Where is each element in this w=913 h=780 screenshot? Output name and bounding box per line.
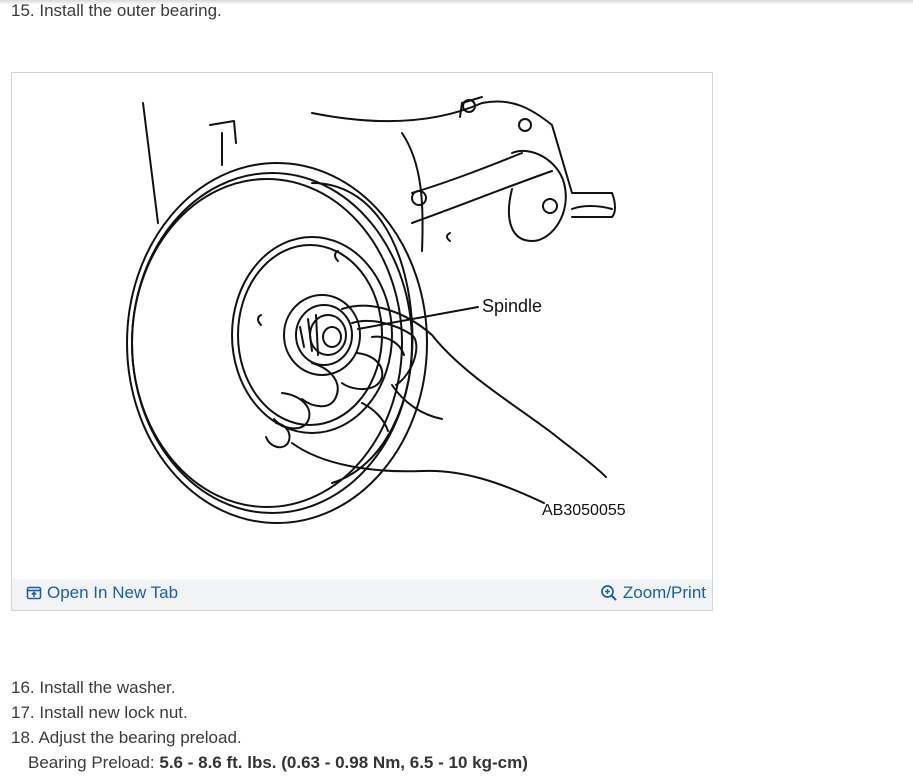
spec-value: 5.6 - 8.6 ft. lbs. (0.63 - 0.98 Nm, 6.5 …: [159, 753, 528, 772]
figure-code: AB3050055: [542, 502, 626, 519]
step-number: 15.: [11, 1, 35, 20]
open-in-new-tab-icon: [26, 586, 42, 600]
figure-toolbar: Open In New Tab Zoom/Print: [12, 579, 712, 610]
bearing-illustration: Spindle AB3050055: [126, 96, 626, 524]
step-text: Install the washer.: [39, 678, 176, 697]
step-17: 17. Install new lock nut.: [11, 700, 528, 725]
step-number: 18.: [11, 728, 35, 747]
step-text: Install new lock nut.: [39, 703, 188, 722]
spec-label: Bearing Preload:: [28, 753, 155, 772]
magnifier-zoom-icon: [601, 585, 617, 601]
step-18: 18. Adjust the bearing preload.: [11, 725, 528, 750]
step-number: 16.: [11, 678, 35, 697]
step-16: 16. Install the washer.: [11, 675, 528, 700]
figure-card: Spindle AB3050055 Open In New Tab Zoom/P…: [11, 72, 713, 611]
steps-list: 16. Install the washer. 17. Install new …: [11, 675, 528, 775]
callout-label-spindle: Spindle: [482, 296, 542, 316]
bearing-preload-spec: Bearing Preload: 5.6 - 8.6 ft. lbs. (0.6…: [11, 750, 528, 775]
step-text: Install the outer bearing.: [39, 1, 222, 20]
zoom-print-link[interactable]: Zoom/Print: [600, 583, 706, 603]
zoom-print-label: Zoom/Print: [622, 583, 706, 602]
step-text: Adjust the bearing preload.: [38, 728, 242, 747]
open-in-new-tab-link[interactable]: Open In New Tab: [26, 583, 178, 603]
step-15: 15. Install the outer bearing.: [11, 0, 222, 22]
step-number: 17.: [11, 703, 35, 722]
open-in-new-tab-label: Open In New Tab: [47, 583, 179, 602]
top-divider: [0, 0, 913, 5]
